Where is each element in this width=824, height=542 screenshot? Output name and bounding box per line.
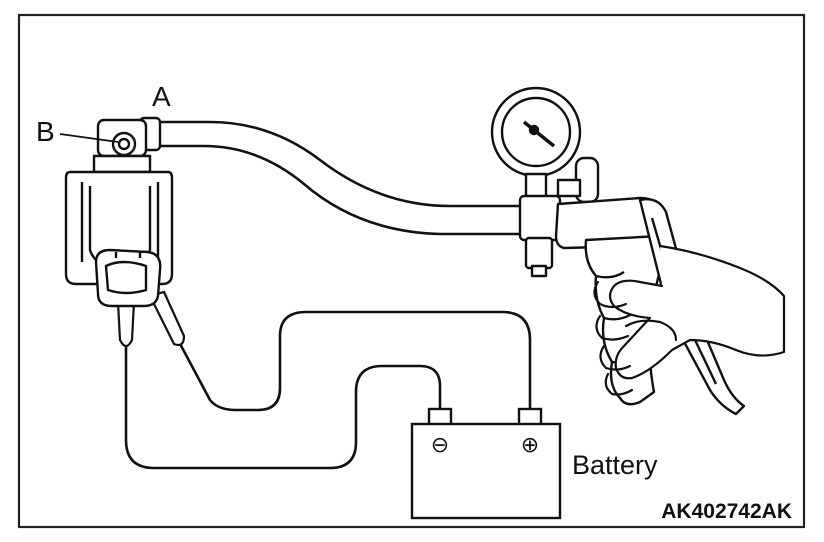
operator-hand xyxy=(593,244,786,396)
gauge-stem xyxy=(524,172,548,200)
release-valve-stem xyxy=(556,178,582,198)
valve-body-inner xyxy=(80,182,160,262)
hand-finger-1 xyxy=(593,280,628,309)
battery-body xyxy=(410,422,562,520)
hand-outline xyxy=(608,244,786,380)
gauge-needle xyxy=(522,120,556,148)
connector-clip xyxy=(114,252,142,258)
pump-nozzle xyxy=(530,264,548,278)
hand-finger-3 xyxy=(599,344,632,371)
battery-negative-symbol: ⊖ xyxy=(431,432,449,457)
label-battery: Battery xyxy=(572,450,658,480)
pump-tee xyxy=(518,194,562,242)
vacuum-hose xyxy=(154,120,528,236)
connector-probes xyxy=(116,290,186,348)
wire-negative xyxy=(124,338,442,470)
probe-right xyxy=(148,290,186,347)
valve-neck xyxy=(92,154,152,174)
hand-finger-4 xyxy=(604,372,634,396)
hose-bottom-edge xyxy=(154,144,528,236)
battery-terminal-negative xyxy=(427,407,453,427)
battery-terminal-positive xyxy=(517,407,543,427)
electrical-connector xyxy=(94,248,162,308)
port-b-hole xyxy=(117,137,131,151)
hand-finger-2 xyxy=(595,314,630,341)
label-b: B xyxy=(36,116,55,147)
pump-tee-lower xyxy=(524,236,554,270)
connector-latch xyxy=(104,260,148,295)
battery-positive-symbol: ⊕ xyxy=(521,432,539,457)
probe-left xyxy=(116,300,136,348)
hand-thumb xyxy=(624,319,678,342)
battery xyxy=(410,407,562,520)
wire-positive xyxy=(176,310,532,412)
label-a: A xyxy=(152,81,171,112)
leader-b xyxy=(59,133,119,143)
hose-top-edge xyxy=(154,120,528,208)
gauge-pivot xyxy=(528,124,540,136)
solenoid-valve xyxy=(64,116,174,308)
figure-code: AK402742AK xyxy=(661,500,792,523)
wiring xyxy=(124,310,532,470)
